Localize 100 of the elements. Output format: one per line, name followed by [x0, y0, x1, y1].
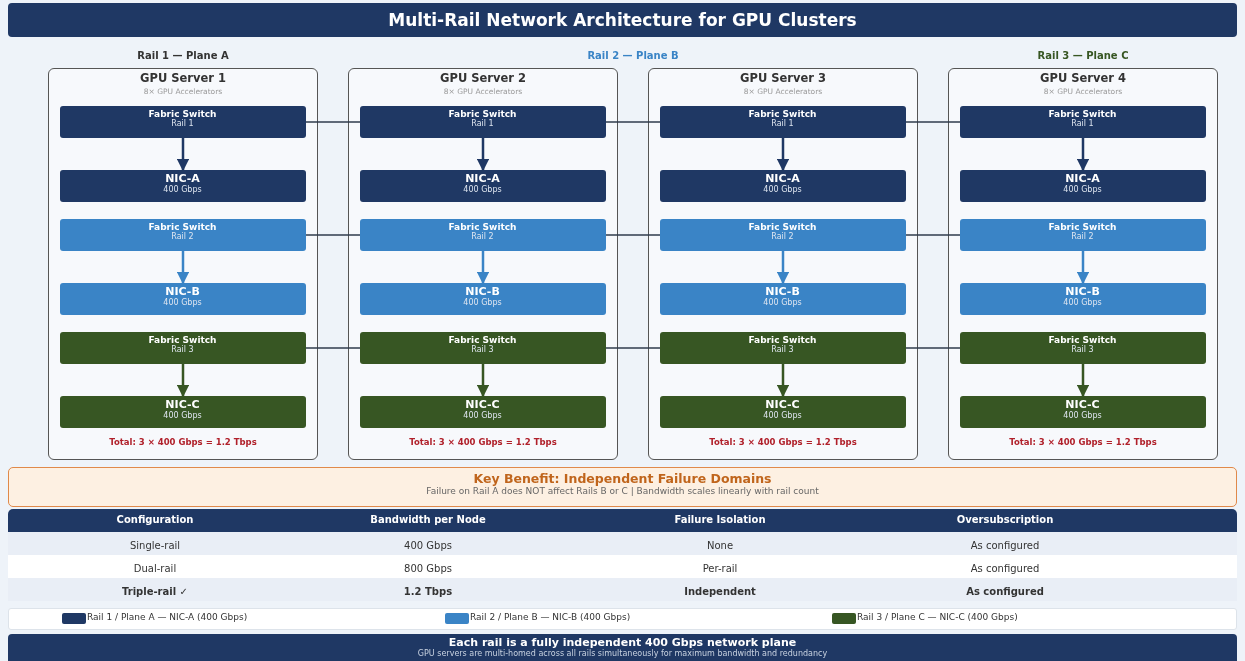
- rail-label: Rail 1: [1071, 118, 1094, 128]
- nic-box: [659, 282, 906, 315]
- nic-label: NIC-B: [165, 284, 200, 298]
- legend-text: Rail 2 / Plane B — NIC-B (400 Gbps): [470, 612, 631, 622]
- nic-box: [359, 395, 606, 428]
- footer-text: GPU servers are multi-homed across all rails simultaneously for maximum bandwidth and redundancy: [417, 649, 828, 658]
- arrow: [776, 138, 790, 172]
- nic-box: [659, 395, 906, 428]
- rail-link-line: [305, 234, 361, 236]
- nic-box: [959, 395, 1206, 428]
- table-cell: 400 Gbps: [404, 540, 452, 551]
- nic-box: [359, 169, 606, 202]
- rail-label: Rail 1: [471, 118, 494, 128]
- rail-link-line: [905, 347, 961, 349]
- total-bandwidth-text: Total: 3 × 400 Gbps = 1.2 Tbps: [409, 437, 557, 447]
- footer-banner: [8, 634, 1237, 661]
- rail-label: Rail 3: [171, 344, 194, 354]
- rail-heading: Rail 2 — Plane B: [587, 50, 679, 61]
- nic-label: NIC-B: [1065, 284, 1100, 298]
- rail-link-line: [305, 121, 361, 123]
- rail-label: Rail 1: [171, 118, 194, 128]
- switch-label: Fabric Switch: [148, 221, 217, 232]
- nic-label: NIC-B: [765, 284, 800, 298]
- arrow: [176, 251, 190, 285]
- rail-link-line: [605, 121, 661, 123]
- callout-heading: Key Benefit: Independent Failure Domains: [473, 471, 772, 486]
- table-cell: Per-rail: [702, 563, 738, 574]
- arrow: [176, 364, 190, 398]
- rail-link-line: [605, 234, 661, 236]
- table-cell: As configured: [970, 563, 1040, 574]
- switch-box: [359, 331, 606, 364]
- switch-box: [359, 105, 606, 138]
- rail-heading: Rail 1 — Plane A: [137, 50, 229, 61]
- server-box: [48, 68, 318, 460]
- total-bandwidth-text: Total: 3 × 400 Gbps = 1.2 Tbps: [709, 437, 857, 447]
- server-title: GPU Server 1: [140, 71, 226, 85]
- switch-label: Fabric Switch: [148, 108, 217, 119]
- table-cell: 1.2 Tbps: [403, 586, 453, 597]
- server-title: GPU Server 2: [440, 71, 526, 85]
- nic-label: NIC-A: [465, 171, 500, 185]
- nic-label: NIC-C: [765, 397, 800, 411]
- rail-link-line: [305, 347, 361, 349]
- rail-label: Rail 3: [771, 344, 794, 354]
- speed-label: 400 Gbps: [163, 410, 202, 420]
- rail-label: Rail 2: [771, 231, 794, 241]
- nic-box: [59, 169, 306, 202]
- rail-label: Rail 2: [1071, 231, 1094, 241]
- switch-box: [959, 218, 1206, 251]
- rail-heading: Rail 3 — Plane C: [1037, 50, 1129, 61]
- server-title: GPU Server 4: [1040, 71, 1126, 85]
- switch-label: Fabric Switch: [448, 221, 517, 232]
- rail-link-line: [605, 347, 661, 349]
- arrow: [476, 251, 490, 285]
- speed-label: 400 Gbps: [463, 184, 502, 194]
- switch-box: [659, 218, 906, 251]
- table-cell: 800 Gbps: [404, 563, 452, 574]
- rail-link-line: [905, 121, 961, 123]
- nic-box: [59, 395, 306, 428]
- switch-box: [659, 331, 906, 364]
- callout-text: Failure on Rail A does NOT affect Rails B or C | Bandwidth scales linearly with rail count: [426, 486, 819, 496]
- nic-label: NIC-A: [165, 171, 200, 185]
- speed-label: 400 Gbps: [163, 297, 202, 307]
- table-cell: As configured: [966, 586, 1044, 597]
- switch-label: Fabric Switch: [1048, 108, 1117, 119]
- server-box: [348, 68, 618, 460]
- nic-box: [959, 169, 1206, 202]
- rail-label: Rail 2: [471, 231, 494, 241]
- arrow: [1076, 251, 1090, 285]
- speed-label: 400 Gbps: [463, 410, 502, 420]
- switch-box: [59, 105, 306, 138]
- arrow: [1076, 364, 1090, 398]
- rail-link-line: [905, 234, 961, 236]
- nic-box: [359, 282, 606, 315]
- switch-label: Fabric Switch: [448, 108, 517, 119]
- speed-label: 400 Gbps: [463, 297, 502, 307]
- table-cell: Dual-rail: [133, 563, 177, 574]
- speed-label: 400 Gbps: [763, 410, 802, 420]
- switch-box: [59, 331, 306, 364]
- arrow: [776, 251, 790, 285]
- title-banner: Multi-Rail Network Architecture for GPU Clusters: [8, 3, 1237, 37]
- switch-label: Fabric Switch: [448, 334, 517, 345]
- nic-label: NIC-B: [465, 284, 500, 298]
- table-cell: Single-rail: [129, 540, 181, 551]
- server-box: [648, 68, 918, 460]
- switch-box: [59, 218, 306, 251]
- table-cell: As configured: [970, 540, 1040, 551]
- nic-box: [959, 282, 1206, 315]
- switch-label: Fabric Switch: [748, 334, 817, 345]
- speed-label: 400 Gbps: [763, 297, 802, 307]
- nic-label: NIC-C: [165, 397, 200, 411]
- speed-label: 400 Gbps: [163, 184, 202, 194]
- arrow: [1076, 138, 1090, 172]
- rail-label: Rail 3: [471, 344, 494, 354]
- switch-label: Fabric Switch: [148, 334, 217, 345]
- server-box: [948, 68, 1218, 460]
- callout-banner: [8, 467, 1237, 507]
- table-cell: Independent: [684, 586, 756, 597]
- arrow: [776, 364, 790, 398]
- nic-label: NIC-A: [1065, 171, 1100, 185]
- speed-label: 400 Gbps: [1063, 184, 1102, 194]
